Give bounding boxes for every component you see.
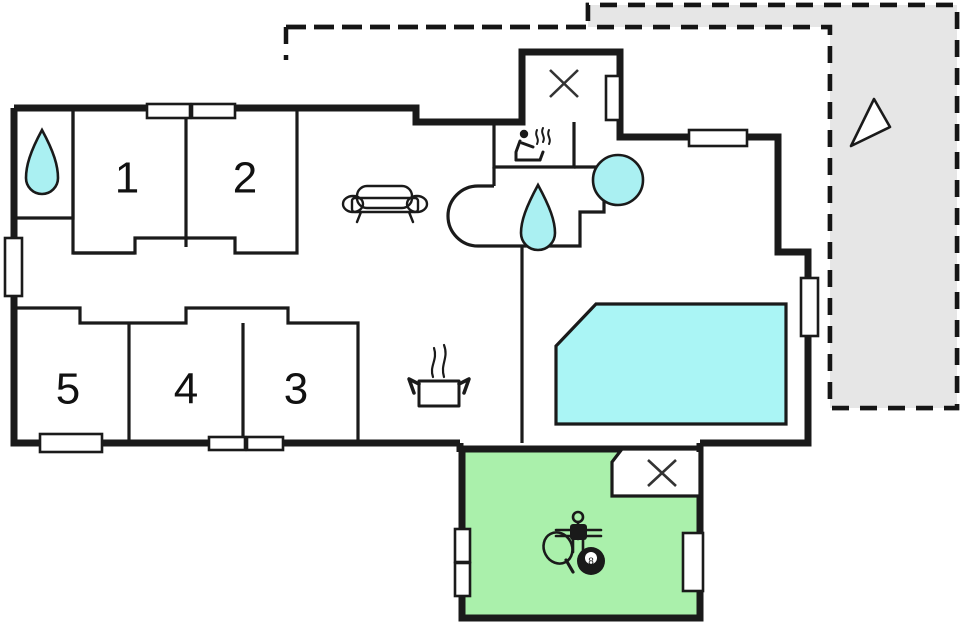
window — [453, 527, 472, 564]
cross-room-icon — [647, 459, 677, 487]
window — [604, 74, 622, 122]
window — [207, 435, 247, 452]
cross-room-icon — [549, 69, 579, 98]
water-drop-icon — [24, 127, 60, 196]
game-room-icon: 8 — [542, 510, 605, 575]
sauna-icon — [514, 127, 551, 162]
window — [453, 561, 472, 598]
water-drop-icon — [519, 182, 557, 252]
window — [3, 236, 24, 298]
room-label-1: 1 — [115, 154, 139, 203]
room-label-5: 5 — [56, 365, 80, 414]
sofa-icon — [341, 184, 429, 224]
room-numbers: 1 2 3 4 5 — [56, 154, 308, 414]
svg-text:8: 8 — [588, 557, 594, 568]
window — [799, 276, 820, 338]
windows — [3, 74, 820, 598]
room-label-3: 3 — [284, 365, 308, 414]
room-label-4: 4 — [174, 365, 198, 414]
window — [145, 102, 192, 120]
interior-walls — [14, 110, 606, 443]
window — [245, 435, 285, 452]
window — [38, 432, 104, 454]
cooking-pot-icon — [407, 343, 471, 408]
room-label-2: 2 — [233, 154, 257, 203]
window — [190, 102, 237, 120]
window — [681, 531, 705, 593]
north-arrow-icon — [849, 97, 892, 148]
property-boundary — [283, 2, 960, 411]
whirlpool-circle-icon — [591, 153, 645, 207]
window — [687, 128, 749, 148]
swimming-pool — [554, 302, 788, 426]
